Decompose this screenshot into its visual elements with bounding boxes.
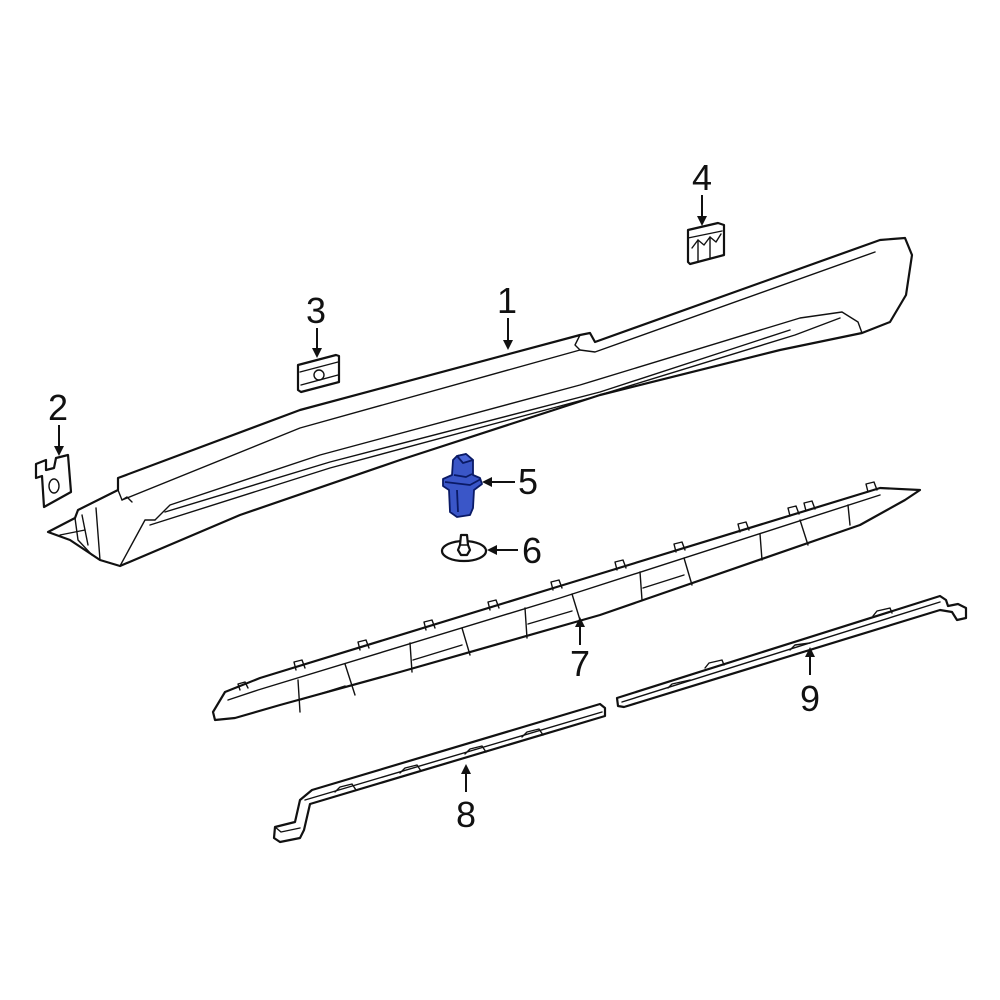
part-1-rocker-molding[interactable] [46, 236, 914, 568]
part-2-bracket-clip[interactable] [34, 453, 73, 509]
callout-7: 7 [570, 643, 591, 684]
callout-1: 1 [497, 280, 518, 321]
part-8-lower-retainer-strip-front[interactable] [272, 702, 607, 844]
part-7-molding-reinforcement[interactable] [211, 481, 922, 722]
callout-9: 9 [800, 678, 821, 719]
callout-4: 4 [692, 157, 713, 198]
callout-6: 6 [522, 530, 543, 571]
callout-3: 3 [306, 290, 327, 331]
part-3-retainer-plate[interactable] [296, 353, 341, 394]
part-5-retainer-clip[interactable] [442, 453, 483, 518]
callout-5: 5 [518, 461, 539, 502]
callout-2: 2 [48, 387, 69, 428]
leader-arrows [54, 195, 815, 792]
part-6-stud-grommet[interactable] [440, 533, 488, 563]
callout-8: 8 [456, 794, 477, 835]
part-9-lower-retainer-strip-rear[interactable] [615, 594, 968, 709]
part-4-clip[interactable] [686, 221, 726, 266]
